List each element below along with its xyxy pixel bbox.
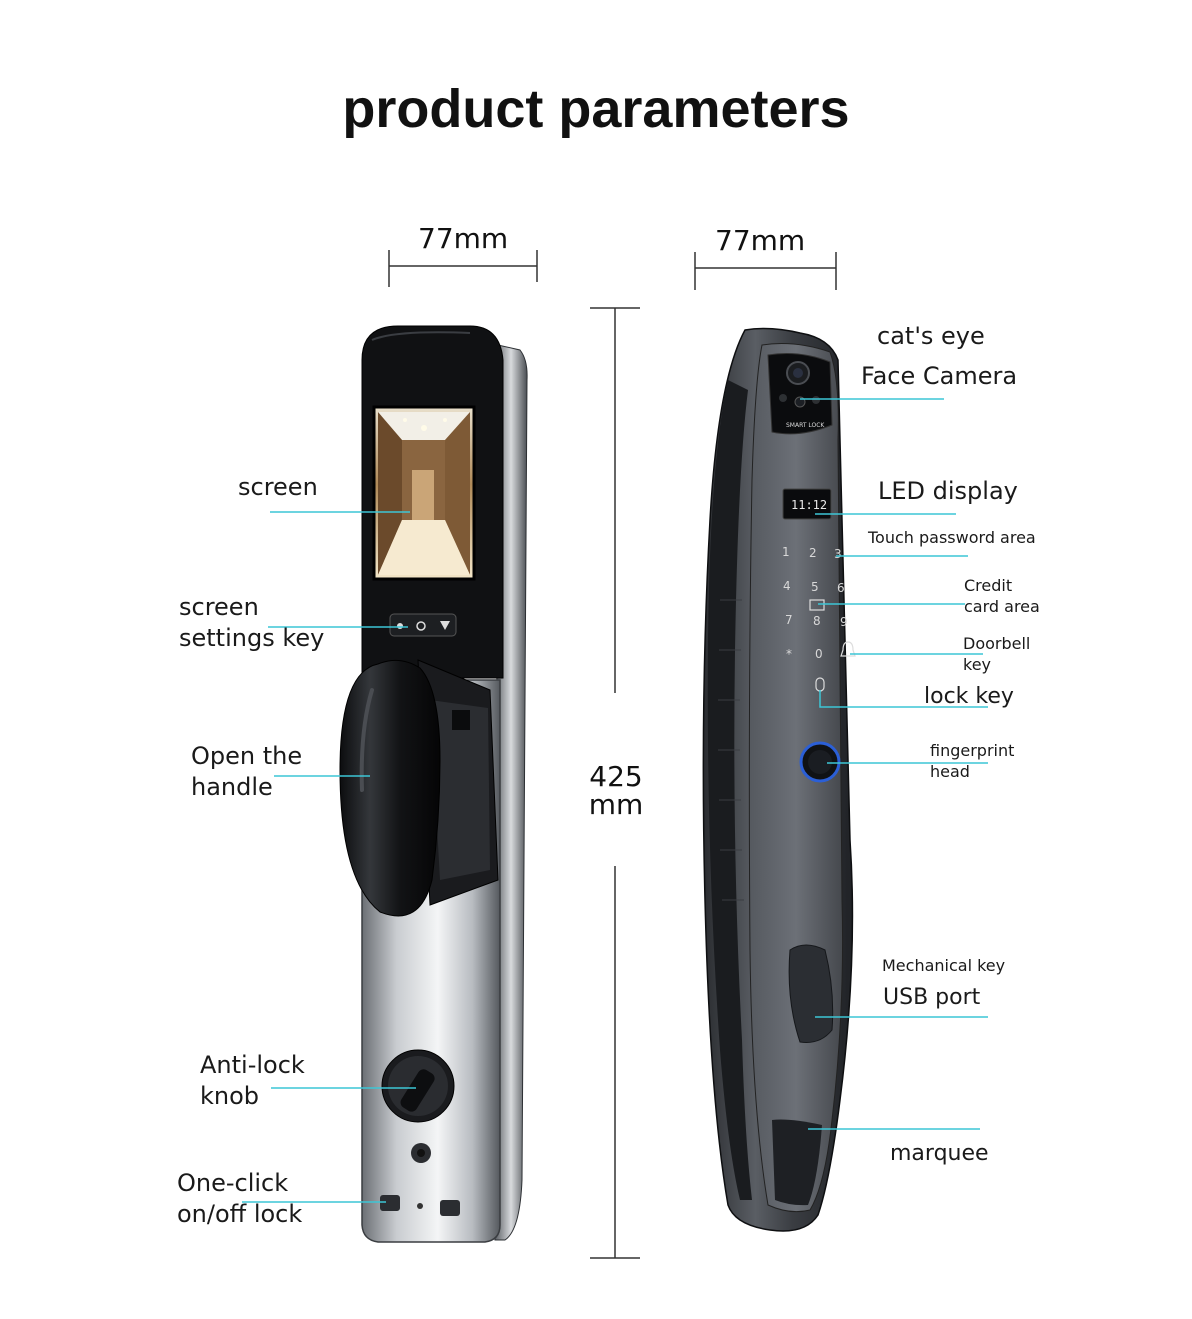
- usb-port-label: USB port: [883, 985, 981, 1010]
- one-click-label: One-click on/off lock: [177, 1168, 302, 1230]
- side-width-label: 77mm: [715, 224, 806, 257]
- height-value: 425: [589, 760, 643, 793]
- one-click-label-line2: on/off lock: [177, 1200, 303, 1229]
- handle-label-line2: handle: [191, 773, 273, 802]
- height-dimension: [590, 307, 640, 1259]
- keypad-key: 5: [811, 580, 819, 594]
- height-label: 425 mm: [581, 763, 651, 819]
- knob-label-line2: knob: [200, 1082, 260, 1111]
- marquee-label: marquee: [890, 1141, 989, 1166]
- keypad-key: 3: [834, 547, 842, 561]
- settings-key-label-line2: settings key: [179, 624, 325, 653]
- doorbell-key-label-line1: Doorbell: [963, 634, 1031, 653]
- side-lock-body: SMART LOCK 11:12 1 2 3 4 5 6 7 8 9 * 0: [702, 327, 856, 1232]
- brand-mark: SMART LOCK: [786, 422, 825, 429]
- one-click-label-line1: One-click: [177, 1169, 289, 1197]
- keypad-key: 1: [782, 545, 790, 559]
- lock-key-label: lock key: [924, 684, 1014, 709]
- led-time: 11:12: [791, 498, 827, 512]
- keypad-key: 0: [815, 647, 823, 661]
- keypad-key: 7: [785, 613, 793, 627]
- handle-label: Open the handle: [191, 741, 302, 803]
- height-unit: mm: [588, 788, 644, 821]
- front-width-label: 77mm: [418, 222, 509, 255]
- page-title: product parameters: [342, 79, 850, 139]
- keypad-key: 8: [813, 614, 821, 628]
- credit-card-label: Credit card area: [964, 576, 1040, 618]
- settings-key-label: screen settings key: [179, 592, 324, 654]
- keypad-key: 4: [783, 579, 791, 593]
- keypad-key: 2: [809, 546, 817, 560]
- screen-corridor-image: [378, 412, 470, 575]
- fingerprint-label: fingerprint head: [930, 741, 1014, 783]
- face-camera-label: Face Camera: [861, 362, 1018, 390]
- knob-label: Anti-lock knob: [200, 1050, 305, 1112]
- credit-card-label-line2: card area: [964, 596, 1040, 616]
- settings-key-label-line1: screen: [179, 593, 259, 621]
- keypad-key: 6: [837, 581, 845, 595]
- credit-card-label-line1: Credit: [964, 576, 1013, 595]
- keypad-key: 9: [840, 615, 848, 629]
- leader-lines: [242, 398, 988, 1203]
- doorbell-key-label: Doorbell key: [963, 634, 1030, 676]
- handle-label-line1: Open the: [191, 742, 303, 770]
- doorbell-key-label-line2: key: [963, 654, 992, 674]
- fingerprint-label-line1: fingerprint: [930, 741, 1015, 760]
- touch-password-label: Touch password area: [868, 528, 1036, 547]
- front-lock-body: [339, 325, 528, 1243]
- cats-eye-label: cat's eye: [877, 322, 985, 350]
- screen-label: screen: [238, 473, 318, 501]
- keypad-key: *: [786, 647, 792, 661]
- knob-label-line1: Anti-lock: [200, 1051, 305, 1079]
- lock-key-leader: [819, 690, 988, 708]
- keypad: 1 2 3 4 5 6 7 8 9 * 0: [782, 545, 848, 661]
- side-width-dimension: [694, 252, 837, 290]
- led-display-label: LED display: [878, 477, 1018, 505]
- front-width-dimension: [388, 250, 538, 287]
- mechanical-key-label: Mechanical key: [882, 956, 1006, 975]
- fingerprint-label-line2: head: [930, 761, 970, 781]
